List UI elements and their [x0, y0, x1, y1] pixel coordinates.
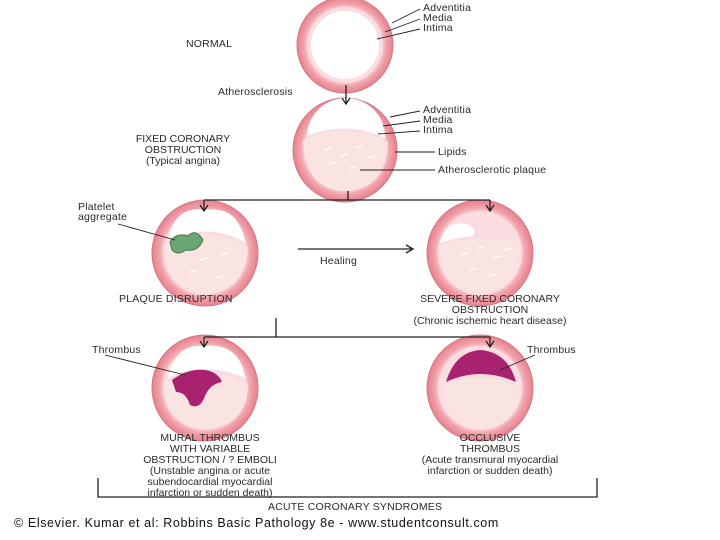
label-thrombus-occlusive: Thrombus [527, 344, 576, 356]
stage-title-occlusive: OCCLUSIVE THROMBUS (Acute transmural myo… [360, 433, 620, 477]
plaque-disruption-artery [151, 199, 259, 307]
stage-title-fixed: FIXED CORONARY OBSTRUCTION (Typical angi… [104, 134, 262, 167]
label-intima: Intima [423, 22, 453, 34]
arrow-label-atherosclerosis: Atherosclerosis [218, 86, 293, 98]
mural-thrombus [172, 369, 222, 407]
mural-subtitle-line-1: (Unstable angina or acute [149, 465, 271, 477]
label-lipids: Lipids [438, 146, 467, 158]
fixed-title-line-2: OBSTRUCTION [144, 144, 222, 156]
label-atherosclerotic-plaque: Atherosclerotic plaque [438, 164, 547, 176]
label-media: Media [423, 12, 453, 24]
bracket-label-acs: ACUTE CORONARY SYNDROMES [268, 501, 443, 513]
severe-title-line-2: OBSTRUCTION [451, 304, 529, 316]
copyright-footer: © Elsevier. Kumar et al: Robbins Basic P… [14, 516, 499, 530]
mural-subtitle-line-3: infarction or sudden death) [147, 487, 273, 499]
stage-title-severe: SEVERE FIXED CORONARY OBSTRUCTION (Chron… [350, 294, 630, 327]
label-aggregate: aggregate [78, 211, 128, 223]
stage-title-normal: NORMAL [186, 38, 233, 50]
mural-title-line-3: OBSTRUCTION / ? EMBOLI [143, 454, 277, 466]
occlusive-thrombus-artery [426, 334, 534, 442]
fixed-title-line-1: FIXED CORONARY [135, 133, 231, 145]
occlusive-subtitle-line-2: infarction or sudden death) [427, 465, 553, 477]
fixed-obstruction-artery [292, 97, 398, 203]
stage-title-plaque-disruption: PLAQUE DISRUPTION [119, 293, 233, 305]
label-media-2: Media [423, 114, 453, 126]
label-adventitia: Adventitia [423, 2, 472, 14]
mural-thrombus-artery [151, 334, 259, 442]
leader-lines [104, 8, 536, 376]
label-thrombus-mural: Thrombus [92, 344, 141, 356]
normal-artery [296, 0, 394, 94]
label-adventitia-2: Adventitia [423, 104, 472, 116]
mural-title-line-2: WITH VARIABLE [169, 443, 251, 455]
occlusive-title-line-1: OCCLUSIVE [459, 432, 521, 444]
occlusive-title-line-2: THROMBUS [459, 443, 521, 455]
arrow-label-healing: Healing [320, 255, 358, 267]
mural-title-line-1: MURAL THROMBUS [160, 432, 260, 444]
fixed-subtitle: (Typical angina) [145, 155, 221, 167]
severe-obstruction-artery [426, 199, 534, 307]
lipid-plaque [303, 131, 388, 191]
platelet-aggregate [169, 232, 204, 254]
severe-title-line-1: SEVERE FIXED CORONARY [420, 293, 560, 305]
mural-subtitle-line-2: subendocardial myocardial [147, 476, 273, 488]
occlusive-thrombus [446, 350, 516, 382]
severe-subtitle: (Chronic ischemic heart disease) [413, 315, 567, 327]
occlusive-subtitle-line-1: (Acute transmural myocardial [421, 454, 559, 466]
stage-title-mural: MURAL THROMBUS WITH VARIABLE OBSTRUCTION… [100, 433, 320, 499]
label-platelet: Platelet [78, 201, 115, 213]
connectors [97, 85, 598, 498]
lipid-streaks [189, 145, 513, 279]
label-intima-2: Intima [423, 124, 453, 136]
